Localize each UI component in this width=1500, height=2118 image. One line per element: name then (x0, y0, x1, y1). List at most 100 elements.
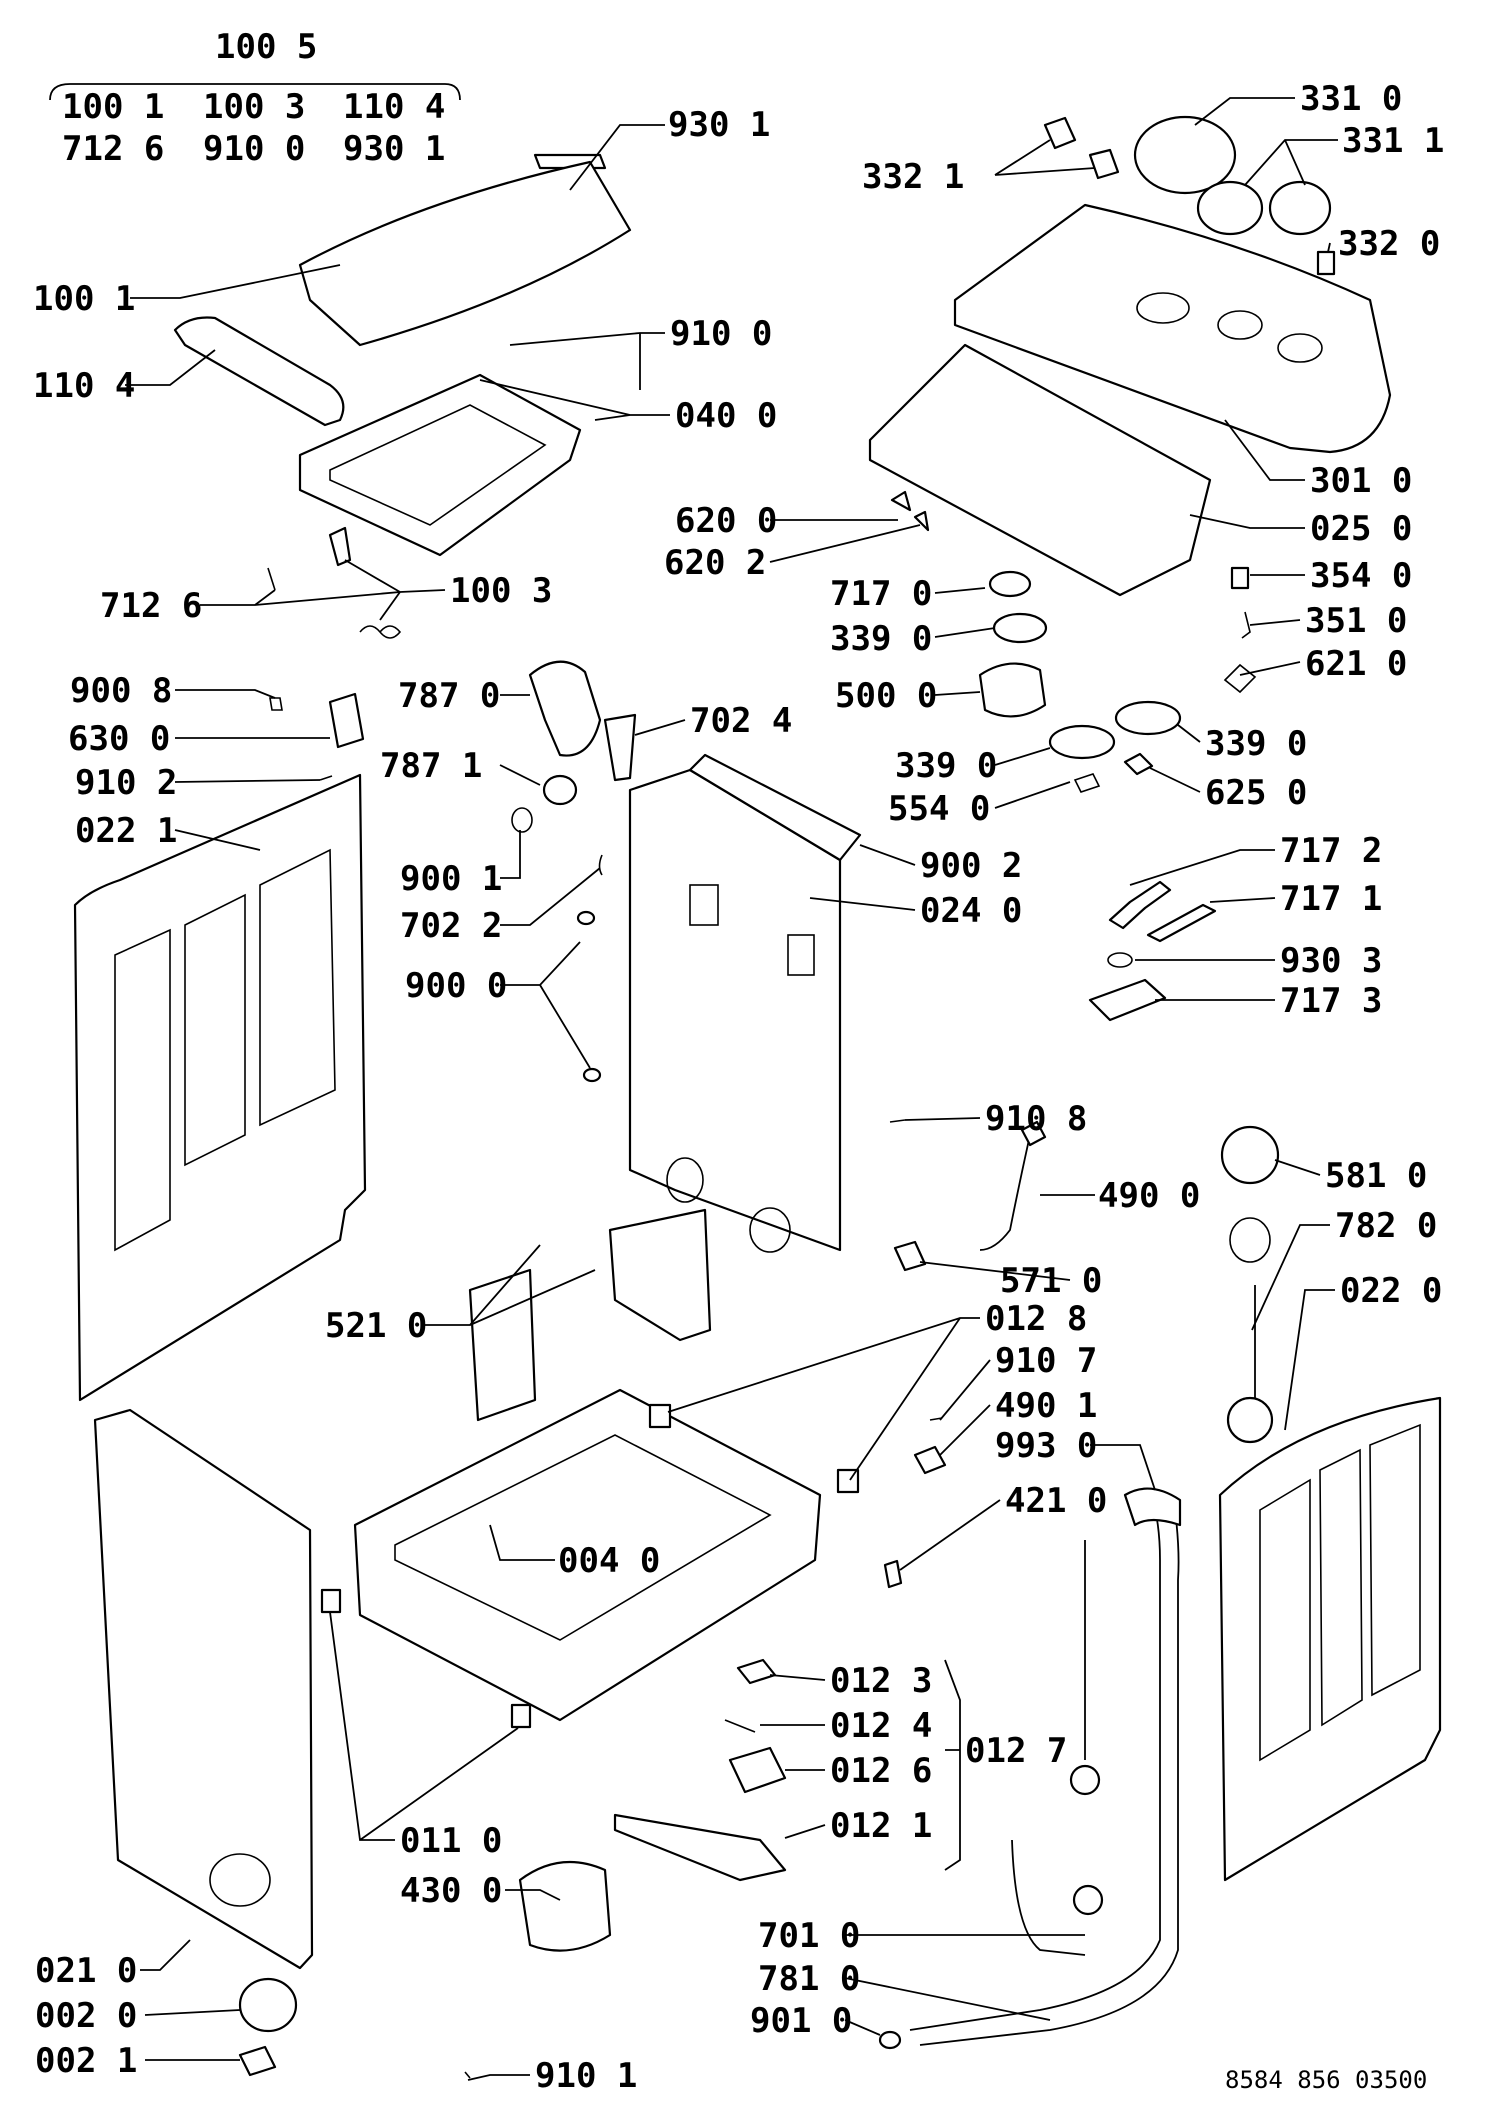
label-421-0[interactable]: 421 0 (1005, 1481, 1107, 1521)
label-781-0[interactable]: 781 0 (758, 1959, 860, 1999)
label-910-8[interactable]: 910 8 (985, 1099, 1087, 1139)
label-554-0[interactable]: 554 0 (888, 789, 990, 829)
label-351-0[interactable]: 351 0 (1305, 601, 1407, 641)
label-331-1[interactable]: 331 1 (1342, 121, 1444, 161)
label-717-0[interactable]: 717 0 (830, 574, 932, 614)
label-040-0[interactable]: 040 0 (675, 396, 777, 436)
label-354-0[interactable]: 354 0 (1310, 556, 1412, 596)
label-621-0[interactable]: 621 0 (1305, 644, 1407, 684)
label-500-0[interactable]: 500 0 (835, 676, 937, 716)
label-339-0-top[interactable]: 339 0 (830, 619, 932, 659)
label-782-0[interactable]: 782 0 (1335, 1206, 1437, 1246)
label-110-4[interactable]: 110 4 (33, 366, 135, 406)
label-301-0[interactable]: 301 0 (1310, 461, 1412, 501)
part-339-0-a (992, 612, 1048, 644)
part-duct (608, 1208, 712, 1342)
label-012-1[interactable]: 012 1 (830, 1806, 932, 1846)
label-025-0[interactable]: 025 0 (1310, 509, 1412, 549)
label-011-0[interactable]: 011 0 (400, 1821, 502, 1861)
label-012-4[interactable]: 012 4 (830, 1706, 932, 1746)
part-labels: 930 1 331 0 331 1 332 1 332 0 100 1 910 … (33, 79, 1444, 2096)
label-012-6[interactable]: 012 6 (830, 1751, 932, 1791)
label-910-2[interactable]: 910 2 (75, 763, 177, 803)
label-900-8[interactable]: 900 8 (70, 671, 172, 711)
part-top-frame (298, 373, 582, 557)
label-910-1[interactable]: 910 1 (535, 2056, 637, 2096)
label-620-0[interactable]: 620 0 (675, 501, 777, 541)
label-930-1[interactable]: 930 1 (668, 105, 770, 145)
label-024-0[interactable]: 024 0 (920, 891, 1022, 931)
label-702-2[interactable]: 702 2 (400, 906, 502, 946)
part-621-0 (1223, 663, 1257, 694)
part-022-0-recess-2 (1319, 1448, 1363, 1727)
label-332-0[interactable]: 332 0 (1338, 224, 1440, 264)
part-022-0-recess-3 (1369, 1423, 1421, 1697)
label-930-3[interactable]: 930 3 (1280, 941, 1382, 981)
group-item-930-1[interactable]: 930 1 (343, 129, 445, 169)
label-581-0[interactable]: 581 0 (1325, 1156, 1427, 1196)
label-717-2[interactable]: 717 2 (1280, 831, 1382, 871)
label-901-0[interactable]: 901 0 (750, 2001, 852, 2041)
label-022-1[interactable]: 022 1 (75, 811, 177, 851)
label-339-0-left[interactable]: 339 0 (895, 746, 997, 786)
label-712-6[interactable]: 712 6 (100, 586, 202, 626)
label-002-1[interactable]: 002 1 (35, 2041, 137, 2081)
label-630-0[interactable]: 630 0 (68, 719, 170, 759)
label-100-3[interactable]: 100 3 (450, 571, 552, 611)
group-item-712-6[interactable]: 712 6 (62, 129, 164, 169)
label-620-2[interactable]: 620 2 (664, 543, 766, 583)
part-rod-float (1069, 1764, 1101, 1796)
label-910-7[interactable]: 910 7 (995, 1341, 1097, 1381)
label-702-4[interactable]: 702 4 (690, 701, 792, 741)
label-012-8[interactable]: 012 8 (985, 1299, 1087, 1339)
label-021-0[interactable]: 021 0 (35, 1951, 137, 1991)
label-717-3[interactable]: 717 3 (1280, 981, 1382, 1021)
label-521-0[interactable]: 521 0 (325, 1306, 427, 1346)
label-022-0[interactable]: 022 0 (1340, 1271, 1442, 1311)
part-012-1 (613, 1813, 787, 1882)
label-993-0[interactable]: 993 0 (995, 1426, 1097, 1466)
label-571-0[interactable]: 571 0 (1000, 1261, 1102, 1301)
label-490-0[interactable]: 490 0 (1098, 1176, 1200, 1216)
label-331-0[interactable]: 331 0 (1300, 79, 1402, 119)
label-910-0[interactable]: 910 0 (670, 314, 772, 354)
part-332-0 (1316, 250, 1336, 276)
part-022-1-recess-1 (114, 928, 171, 1252)
part-024-0-window-2 (787, 934, 815, 976)
part-011-0-b (510, 1703, 532, 1729)
part-421-0 (883, 1559, 903, 1589)
part-351-0 (1241, 611, 1251, 639)
label-625-0[interactable]: 625 0 (1205, 773, 1307, 813)
part-900-2 (688, 753, 862, 862)
part-620-0 (890, 490, 912, 512)
group-item-100-3[interactable]: 100 3 (203, 87, 305, 127)
label-012-7[interactable]: 012 7 (965, 1731, 1067, 1771)
group-item-910-0[interactable]: 910 0 (203, 129, 305, 169)
label-701-0[interactable]: 701 0 (758, 1916, 860, 1956)
label-100-1[interactable]: 100 1 (33, 279, 135, 319)
label-787-0[interactable]: 787 0 (398, 676, 500, 716)
label-717-1[interactable]: 717 1 (1280, 879, 1382, 919)
part-490-0 (979, 1134, 1031, 1251)
label-012-3[interactable]: 012 3 (830, 1661, 932, 1701)
part-702-2 (598, 854, 603, 876)
label-900-2[interactable]: 900 2 (920, 846, 1022, 886)
part-022-0-recess-1 (1259, 1478, 1311, 1762)
label-002-0[interactable]: 002 0 (35, 1996, 137, 2036)
group-item-100-1[interactable]: 100 1 (62, 87, 164, 127)
part-717-3 (1088, 978, 1167, 1022)
label-339-0-right[interactable]: 339 0 (1205, 724, 1307, 764)
part-012-8-a (648, 1403, 672, 1429)
group-item-110-4[interactable]: 110 4 (343, 87, 445, 127)
part-004-0-inner (394, 1434, 772, 1641)
label-900-0[interactable]: 900 0 (405, 966, 507, 1006)
label-004-0[interactable]: 004 0 (558, 1541, 660, 1581)
part-339-0-c (1114, 700, 1182, 736)
label-490-1[interactable]: 490 1 (995, 1386, 1097, 1426)
label-787-1[interactable]: 787 1 (380, 746, 482, 786)
label-332-1[interactable]: 332 1 (862, 157, 964, 197)
part-701-0 (1011, 1839, 1086, 1956)
part-354-0 (1230, 566, 1250, 590)
label-900-1[interactable]: 900 1 (400, 859, 502, 899)
label-430-0[interactable]: 430 0 (400, 1871, 502, 1911)
